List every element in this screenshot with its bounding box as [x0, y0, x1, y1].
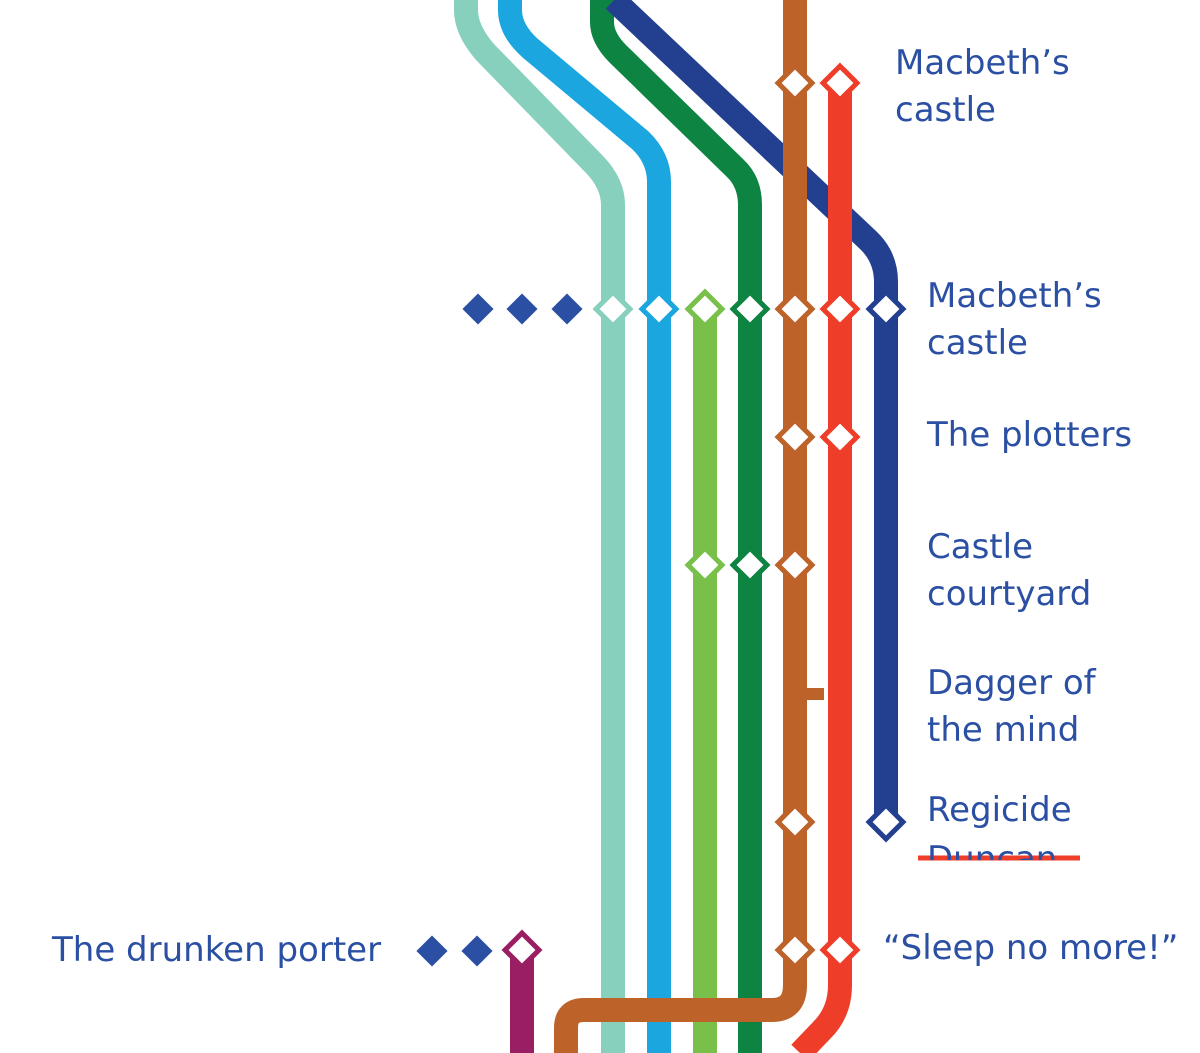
station-red-sleep-no-more	[819, 929, 861, 971]
station-red-the-plotters	[819, 416, 861, 458]
station-plum-drunken-porter	[501, 929, 543, 971]
connector-dot	[551, 293, 583, 325]
label-line: Macbeth’s	[927, 276, 1102, 316]
label-macbeths-castle: Macbeth’s castle	[927, 273, 1102, 367]
cyan-line	[498, 0, 671, 1053]
label-line: castle	[927, 323, 1028, 363]
station-brown-macbeths-castle-top	[774, 62, 816, 104]
station-mint-macbeths-castle	[592, 288, 634, 330]
red-line	[791, 83, 852, 1053]
brown-line-stub	[800, 688, 824, 700]
station-green-castle-courtyard	[729, 544, 771, 586]
dotted-connector-top	[462, 293, 583, 325]
label-line: castle	[895, 90, 996, 130]
station-lime-castle-courtyard	[684, 544, 726, 586]
label-line: the mind	[927, 710, 1080, 750]
station-navy-regicide	[865, 801, 907, 843]
brown-line	[554, 0, 807, 1053]
label-sleep-no-more: “Sleep no more!”	[883, 928, 1179, 968]
label-macbeths-castle-top: Macbeth’s castle	[895, 40, 1070, 134]
station-green-macbeths-castle	[729, 288, 771, 330]
label-dagger-of-the-mind: Dagger of the mind	[927, 660, 1096, 754]
station-brown-sleep-no-more	[774, 929, 816, 971]
label-line: Macbeth’s	[895, 43, 1070, 83]
label-drunken-porter: The drunken porter	[52, 930, 382, 970]
label-line: courtyard	[927, 574, 1092, 614]
stations	[501, 62, 907, 971]
station-brown-castle-courtyard	[774, 544, 816, 586]
label-regicide: Regicide	[927, 790, 1072, 830]
connector-dot	[506, 293, 538, 325]
dotted-connector-bottom	[416, 935, 493, 967]
label-the-plotters: The plotters	[927, 415, 1133, 455]
connector-dot	[461, 935, 493, 967]
navy-line	[605, 0, 898, 822]
connector-dot	[416, 935, 448, 967]
green-line	[590, 0, 762, 1053]
station-brown-regicide	[774, 801, 816, 843]
station-navy-macbeths-castle	[865, 288, 907, 330]
label-duncan-struck: Duncan	[927, 839, 1058, 860]
mint-line	[454, 0, 625, 1053]
connector-dot	[462, 293, 494, 325]
station-brown-macbeths-castle	[774, 288, 816, 330]
station-cyan-macbeths-castle	[638, 288, 680, 330]
station-lime-macbeths-castle	[684, 288, 726, 330]
label-castle-courtyard: Castle courtyard	[927, 524, 1091, 618]
label-line: Castle	[927, 527, 1033, 567]
station-red-macbeths-castle-top	[819, 62, 861, 104]
station-brown-the-plotters	[774, 416, 816, 458]
station-red-macbeths-castle	[819, 288, 861, 330]
label-line: Dagger of	[927, 663, 1096, 703]
